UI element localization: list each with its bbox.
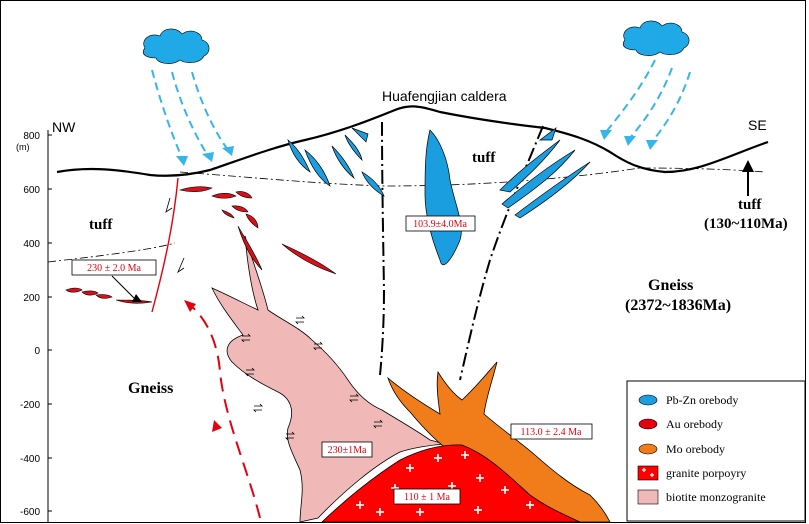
tuff-right-age: (130~110Ma) (704, 216, 788, 232)
fault-sense-marks (165, 197, 185, 274)
direction-right: SE (748, 117, 767, 133)
tuff-center-label: tuff (472, 150, 496, 166)
legend: Pb-Zn orebody Au orebody Mo orebody gran… (626, 380, 806, 522)
gneiss-right-age: (2372~1836Ma) (625, 297, 731, 314)
age-box-au: 230 ± 2.0 Ma (71, 259, 157, 276)
legend-au-swatch (638, 418, 658, 430)
y-axis-unit: (m) (16, 142, 30, 152)
y-tick-label: -200 (20, 400, 40, 411)
tuff-right-arrowhead (742, 160, 754, 172)
y-tick-label: 0 (34, 346, 40, 357)
age-box-mo-text: 113.0 ± 2.4 Ma (521, 427, 583, 438)
au-age-leader-arrowhead (132, 294, 142, 302)
legend-granite-swatch (637, 465, 659, 481)
magma-migration-arrowhead-lower (212, 420, 222, 432)
caldera-fault-east (459, 125, 544, 381)
legend-monzogranite-label: biotite monzogranite (666, 490, 766, 504)
age-box-monzogranite-text: 230±1Ma (328, 445, 367, 456)
age-box-au-text: 230 ± 2.0 Ma (87, 263, 141, 274)
rain-arrowheads-right (600, 130, 658, 150)
cloud-right-icon (622, 20, 690, 56)
granite-porphyry-body (321, 444, 581, 523)
direction-left: NW (52, 119, 76, 135)
cloud-left-icon (142, 28, 210, 64)
shear-sense-markers (241, 315, 383, 441)
legend-granite-crosses (642, 468, 654, 477)
tuff-left-label: tuff (89, 217, 113, 233)
age-box-pbzn-text: 103.9±4.0Ma (413, 219, 467, 230)
granite-crosses (356, 451, 534, 516)
gneiss-right-label: Gneiss (648, 277, 693, 294)
y-tick-label: 200 (23, 293, 40, 304)
age-box-granite: 110 ± 1 Ma (393, 488, 461, 505)
diagram-title: Huafengjian caldera (382, 88, 507, 104)
legend-au-label: Au orebody (666, 417, 723, 431)
y-tick-label: 800 (23, 131, 40, 142)
gneiss-left-label: Gneiss (128, 380, 173, 397)
tuff-right-label: tuff (738, 197, 762, 213)
tuff-base-line-left (47, 242, 176, 263)
magma-migration-arrow (189, 304, 261, 519)
left-fault-line (151, 177, 179, 313)
y-tick-label: -400 (20, 454, 40, 465)
au-age-leader (111, 275, 137, 301)
y-axis-ticks (48, 134, 52, 512)
age-box-granite-text: 110 ± 1 Ma (404, 492, 451, 503)
legend-mo-swatch (638, 443, 658, 455)
au-orebodies (65, 186, 337, 304)
legend-monzogranite-swatch (637, 489, 659, 505)
legend-granite-label: granite porpoyry (666, 466, 746, 480)
terrain-surface (56, 105, 769, 177)
age-box-pbzn: 103.9±4.0Ma (405, 215, 476, 232)
legend-pbzn-swatch (638, 394, 658, 406)
age-box-mo: 113.0 ± 2.4 Ma (510, 423, 593, 440)
rain-arrows-right (605, 59, 691, 143)
rain-arrows-left (151, 69, 229, 159)
biotite-monzogranite-body (211, 235, 446, 523)
y-tick-label: -600 (20, 507, 40, 518)
pbzn-orebodies (287, 127, 591, 266)
age-box-monzogranite: 230±1Ma (321, 441, 373, 458)
legend-mo-label: Mo orebody (666, 442, 725, 456)
caldera-fault-west (379, 121, 386, 376)
rain-arrowheads-left (176, 146, 234, 166)
legend-pbzn-label: Pb-Zn orebody (666, 393, 738, 407)
magma-migration-arrowhead-upper (184, 300, 196, 312)
y-tick-label: 400 (23, 239, 40, 250)
y-tick-label: 600 (23, 185, 40, 196)
